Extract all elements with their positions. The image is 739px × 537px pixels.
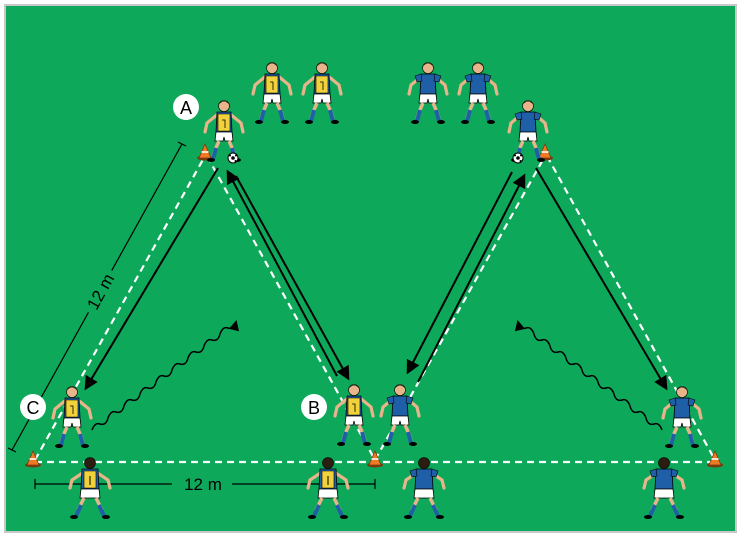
run-arrows bbox=[91, 319, 663, 431]
base-distance-label: 12 m bbox=[184, 475, 222, 494]
position-label-a: A bbox=[173, 94, 199, 120]
pass-arrows bbox=[84, 167, 668, 391]
position-label-b: B bbox=[301, 394, 327, 420]
label-a-text: A bbox=[180, 98, 192, 118]
label-b-text: B bbox=[308, 398, 320, 418]
ball-icon bbox=[512, 152, 524, 164]
label-c-text: C bbox=[27, 398, 40, 418]
ball-icon bbox=[227, 152, 239, 164]
position-label-c: C bbox=[20, 394, 46, 420]
